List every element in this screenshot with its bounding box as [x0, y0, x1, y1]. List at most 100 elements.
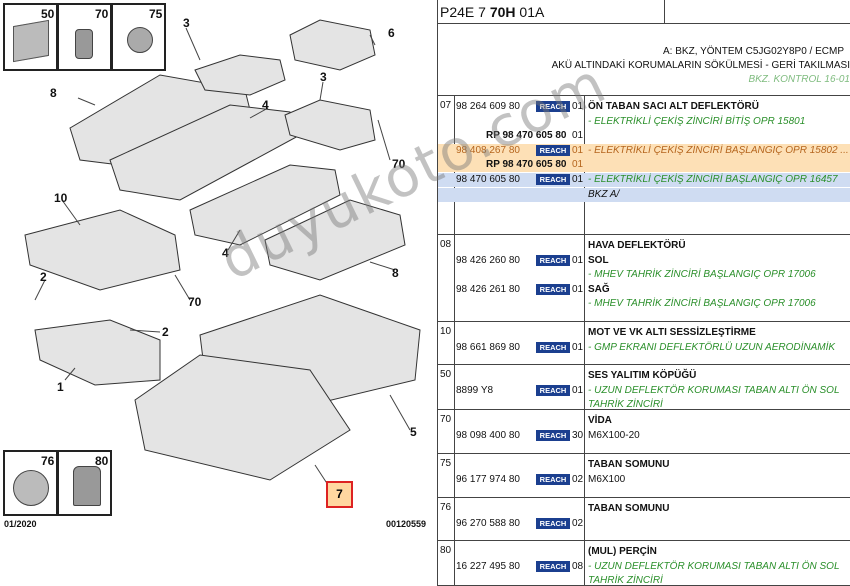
foam-pad-icon	[13, 19, 49, 63]
table-line[interactable]: BKZ A/	[438, 187, 850, 202]
thumb-part-70[interactable]: 70	[57, 3, 112, 71]
thumb-part-76[interactable]: 76	[3, 450, 58, 516]
thumb-part-75[interactable]: 75	[111, 3, 166, 71]
part-number: 96 270 588 80	[456, 517, 520, 529]
table-line[interactable]: MOT VE VK ALTI SESSİZLEŞTİRME	[438, 326, 850, 340]
header-note-a: A: BKZ, YÖNTEM C5JG02Y8P0 / ECMP	[663, 46, 844, 57]
table-line[interactable]: SES YALITIM KÖPÜĞÜ	[438, 369, 850, 383]
reach-badge[interactable]: REACH	[536, 517, 570, 529]
row-group-number: 70	[440, 414, 452, 425]
thumb-part-80[interactable]: 80	[57, 450, 112, 516]
reach-badge[interactable]: REACH	[536, 560, 570, 572]
applicability-note: - GMP EKRANI DEFLEKTÖRLÜ UZUN AERODİNAMİ…	[588, 341, 836, 353]
quantity: 01	[572, 101, 584, 112]
callout-8-lower[interactable]: 8	[392, 266, 399, 280]
reach-badge[interactable]: REACH	[536, 174, 570, 185]
row-group-number: 10	[440, 326, 452, 337]
reach-badge[interactable]: REACH	[536, 341, 570, 353]
thumb-label-50: 50	[41, 7, 55, 21]
quantity: 01	[572, 144, 584, 156]
panel-6	[289, 19, 376, 71]
reach-badge[interactable]: REACH	[536, 473, 570, 485]
callout-70-mid[interactable]: 70	[188, 295, 202, 309]
callout-5[interactable]: 5	[410, 425, 417, 439]
callout-7-highlighted[interactable]: 7	[326, 481, 353, 508]
part-number: 98 408 267 80	[456, 144, 520, 156]
callout-8-top[interactable]: 8	[50, 86, 57, 100]
callout-3-right[interactable]: 3	[320, 70, 327, 84]
part-description: SAĞ	[588, 283, 610, 295]
reach-badge[interactable]: REACH	[536, 101, 570, 112]
diagram-date: 01/2020	[4, 519, 37, 529]
table-line[interactable]: - ELEKTRİKLİ ÇEKİŞ ZİNCİRİ BİTİŞ OPR 158…	[438, 115, 850, 129]
part-description: SES YALITIM KÖPÜĞÜ	[588, 370, 697, 381]
catalog-code-bold: 70H	[489, 4, 516, 20]
callout-2-right[interactable]: 2	[162, 325, 169, 339]
part-number: 98 264 609 80	[456, 101, 520, 112]
part-description: HAVA DEFLEKTÖRÜ	[588, 240, 686, 251]
table-line[interactable]: VİDA	[438, 414, 850, 428]
see-reference: BKZ A/	[588, 188, 620, 200]
table-line[interactable]: TAHRİK ZİNCİRİ	[438, 574, 850, 586]
panel-3-bracket	[194, 54, 286, 96]
table-line[interactable]: - MHEV TAHRİK ZİNCİRİ BAŞLANGIÇ OPR 1700…	[438, 297, 850, 311]
callout-2-left[interactable]: 2	[40, 270, 47, 284]
reach-badge[interactable]: REACH	[536, 254, 570, 266]
reach-badge[interactable]: REACH	[536, 429, 570, 441]
callout-3-top[interactable]: 3	[183, 16, 190, 30]
row-group-number: 80	[440, 545, 452, 556]
applicability-note: - ELEKTRİKLİ ÇEKİŞ ZİNCİRİ BİTİŞ OPR 158…	[588, 115, 806, 127]
thumb-part-50[interactable]: 50	[3, 3, 58, 71]
table-line[interactable]: - MHEV TAHRİK ZİNCİRİ BAŞLANGIÇ OPR 1700…	[438, 268, 850, 282]
quantity: 01	[572, 159, 584, 171]
row-group-number: 76	[440, 502, 452, 513]
col-divider	[584, 454, 585, 497]
panel-10	[24, 209, 181, 291]
callout-4-lower[interactable]: 4	[222, 246, 229, 260]
table-line[interactable]: HAVA DEFLEKTÖRÜ	[438, 239, 850, 253]
col-divider	[454, 498, 455, 540]
callout-4-upper[interactable]: 4	[262, 98, 269, 112]
panel-3-right	[284, 99, 376, 151]
callout-1[interactable]: 1	[57, 380, 64, 394]
table-line[interactable]: (MUL) PERÇİN	[438, 545, 850, 559]
callout-70-right[interactable]: 70	[392, 157, 406, 171]
col-divider	[584, 322, 585, 364]
thumb-label-70: 70	[95, 7, 109, 21]
col-divider	[454, 410, 455, 453]
reach-badge[interactable]: REACH	[536, 283, 570, 295]
callout-10[interactable]: 10	[54, 191, 68, 205]
applicability-note: - UZUN DEFLEKTÖR KORUMASI TABAN ALTI ÖN …	[588, 384, 840, 396]
part-number: 98 426 260 80	[456, 254, 520, 266]
screw-icon	[75, 29, 93, 59]
reach-badge[interactable]: REACH	[536, 384, 570, 396]
part-number: 98 470 605 80	[456, 174, 520, 185]
table-line[interactable]: TABAN SOMUNU	[438, 502, 850, 516]
panel-1	[34, 319, 161, 386]
floor-nut-icon	[13, 470, 49, 506]
quantity: 01	[572, 283, 584, 295]
table-line[interactable]: TABAN SOMUNU	[438, 458, 850, 472]
reach-badge[interactable]: REACH	[536, 144, 570, 156]
rivet-icon	[73, 466, 101, 506]
col-divider	[584, 541, 585, 585]
table-line[interactable]: TAHRİK ZİNCİRİ	[438, 398, 850, 412]
callout-6[interactable]: 6	[388, 26, 395, 40]
